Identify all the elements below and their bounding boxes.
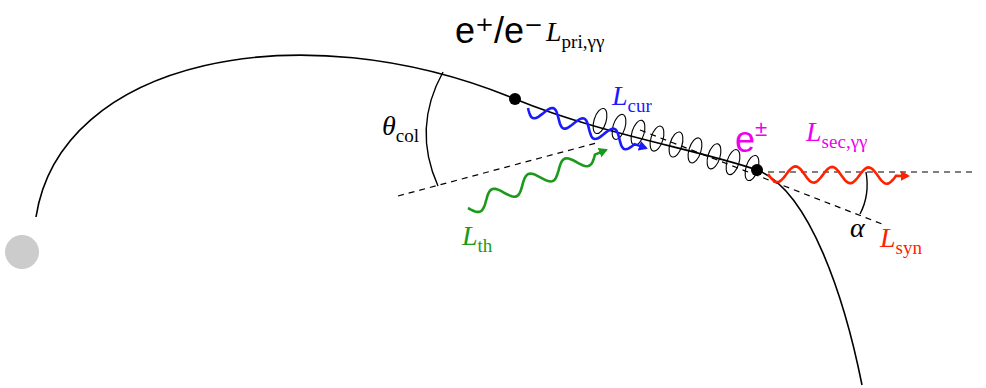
secondary-particle [751, 164, 763, 176]
thermal-photon [468, 150, 606, 212]
angle-arc [860, 172, 867, 214]
luminosity-label: Lpri,γγ [546, 16, 604, 53]
angle-label: α [850, 212, 865, 244]
angle-label: θcol [382, 110, 419, 147]
particle-label: e± [735, 116, 767, 161]
photon-direction [398, 142, 600, 196]
gyration-helix [590, 107, 761, 182]
helix-loop [628, 119, 647, 147]
luminosity-label: Lth [462, 220, 492, 257]
synchrotron-photon [768, 166, 908, 183]
star [5, 235, 39, 269]
tangent-line [640, 130, 882, 224]
helix-loop [704, 142, 723, 170]
angle-arc [426, 72, 443, 186]
luminosity-label: Lcur [612, 80, 652, 117]
luminosity-label: Lsec,γγ [806, 116, 867, 153]
field-line [36, 55, 862, 385]
luminosity-label: Lsyn [880, 222, 922, 259]
primary-particle [509, 93, 521, 105]
helix-loop [647, 124, 666, 152]
helix-loop [685, 136, 704, 164]
helix-loop [666, 130, 685, 158]
particle-label: e⁺/e⁻ [455, 10, 543, 51]
